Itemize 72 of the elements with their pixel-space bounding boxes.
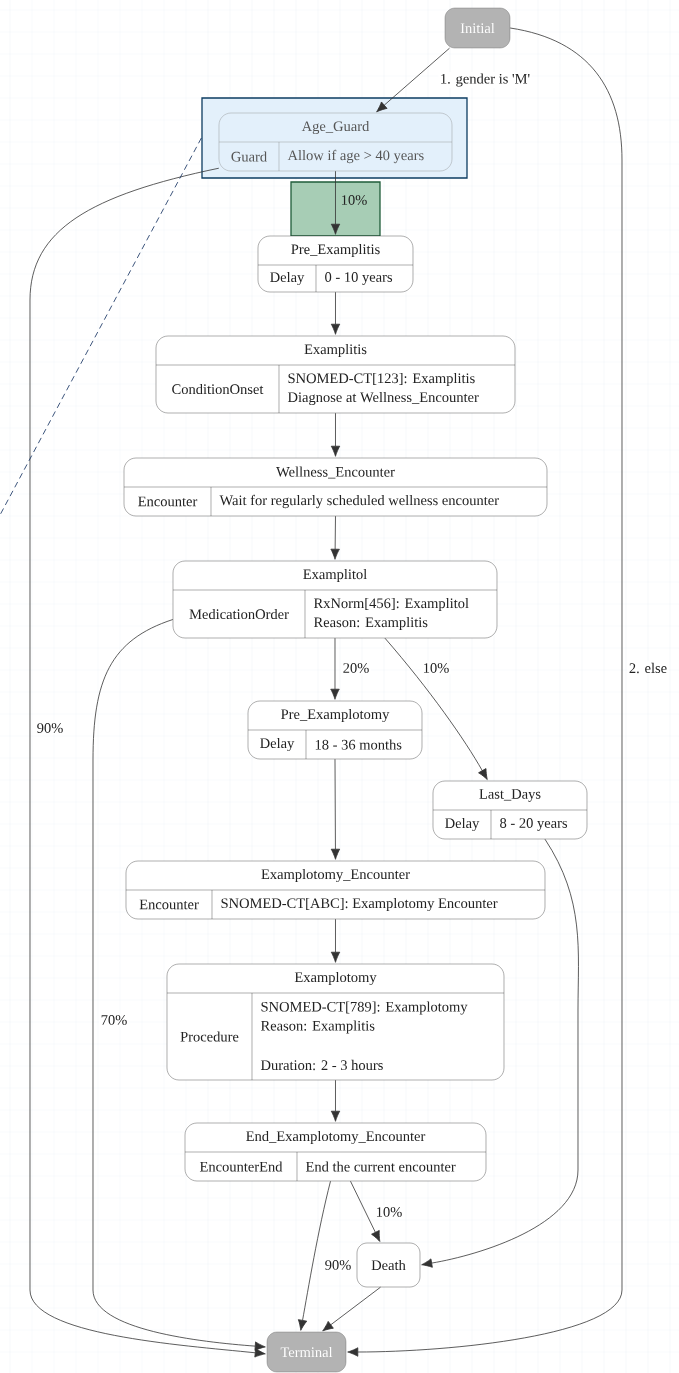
state-type: Procedure (180, 1031, 239, 1042)
state-detail: 8 - 20 years (500, 818, 568, 831)
edge-label: 10% (374, 1205, 404, 1219)
state-name: Examplitis (304, 343, 367, 358)
state-type: Delay (260, 737, 295, 752)
edge-label: 90% (35, 721, 65, 735)
arrow (330, 637, 340, 700)
edge-label: 90% (323, 1258, 353, 1272)
state-box (218, 112, 453, 172)
state-name: Examplitol (303, 568, 367, 583)
state-type: Encounter (138, 496, 198, 507)
arrow (376, 47, 450, 113)
state-detail: Diagnose at Wellness_Encounter (287, 391, 479, 406)
state-detail: Reason: Examplitis (260, 1020, 375, 1034)
state-type: Delay (445, 817, 480, 832)
state-box (155, 335, 516, 414)
state-detail: 18 - 36 months (315, 739, 402, 750)
state-box (432, 780, 588, 840)
state-name: Pre_Examplitis (291, 243, 380, 258)
state-box: Death (356, 1242, 421, 1288)
arrow (322, 1286, 381, 1332)
state-detail: Reason: Examplitis (313, 616, 428, 631)
state-box (166, 963, 505, 1081)
state-detail: SNOMED-CT[123]: Examplitis (288, 372, 475, 387)
edge-label: 2. else (627, 661, 669, 675)
state-name: Examplotomy (294, 971, 377, 986)
state-detail: 0 - 10 years (325, 272, 393, 285)
state-detail: Wait for regularly scheduled wellness encounter (219, 494, 499, 509)
arrow (350, 1180, 381, 1242)
state-detail: End the current encounter (305, 1161, 456, 1172)
arrow (347, 27, 623, 1357)
arrow (384, 637, 488, 780)
arrow (421, 838, 579, 1268)
edge-label: 1. gender is 'M' (438, 71, 532, 89)
arrow (29, 167, 266, 1358)
state-name: Age_Guard (301, 120, 370, 135)
state-box (172, 560, 498, 639)
edge-label: 10% (421, 661, 451, 675)
state-box (257, 235, 414, 293)
state-name: Examplotomy_Encounter (261, 868, 410, 883)
state-type: Delay (270, 271, 305, 286)
state-name: Pre_Examplotomy (281, 708, 390, 723)
edge-label: 70% (99, 1013, 129, 1027)
arrow (330, 918, 341, 963)
state-name: End_Examplotomy_Encounter (246, 1130, 426, 1145)
arrow (330, 412, 341, 457)
state-detail: RxNorm[456]: Examplitol (313, 597, 469, 612)
state-detail: Duration: 2 - 3 hours (260, 1059, 383, 1071)
state-box: Terminal (266, 1331, 347, 1373)
state-type: ConditionOnset (172, 383, 264, 395)
state-type: Encounter (139, 899, 199, 910)
state-detail: Allow if age > 40 years (287, 149, 424, 164)
arrow (330, 758, 341, 860)
state-detail: SNOMED-CT[ABC]: Examplotomy Encounter (221, 897, 498, 912)
arrow (330, 1079, 341, 1122)
state-box (123, 457, 548, 517)
edge-label: 20% (341, 661, 371, 675)
state-box (125, 860, 546, 920)
state-detail: SNOMED-CT[789]: Examplotomy (261, 1001, 468, 1015)
state-box: Initial (444, 7, 511, 49)
state-box (247, 700, 423, 760)
state-name: Wellness_Encounter (276, 466, 395, 479)
state-type: MedicationOrder (189, 608, 289, 620)
arrow (330, 291, 341, 335)
state-name: Last_Days (479, 789, 541, 802)
state-type: EncounterEnd (199, 1161, 283, 1172)
arrow (92, 619, 266, 1351)
state-type: Guard (231, 151, 267, 162)
arrow (297, 1180, 331, 1331)
arrow (330, 170, 341, 235)
arrow (330, 515, 340, 560)
state-box (184, 1122, 487, 1182)
